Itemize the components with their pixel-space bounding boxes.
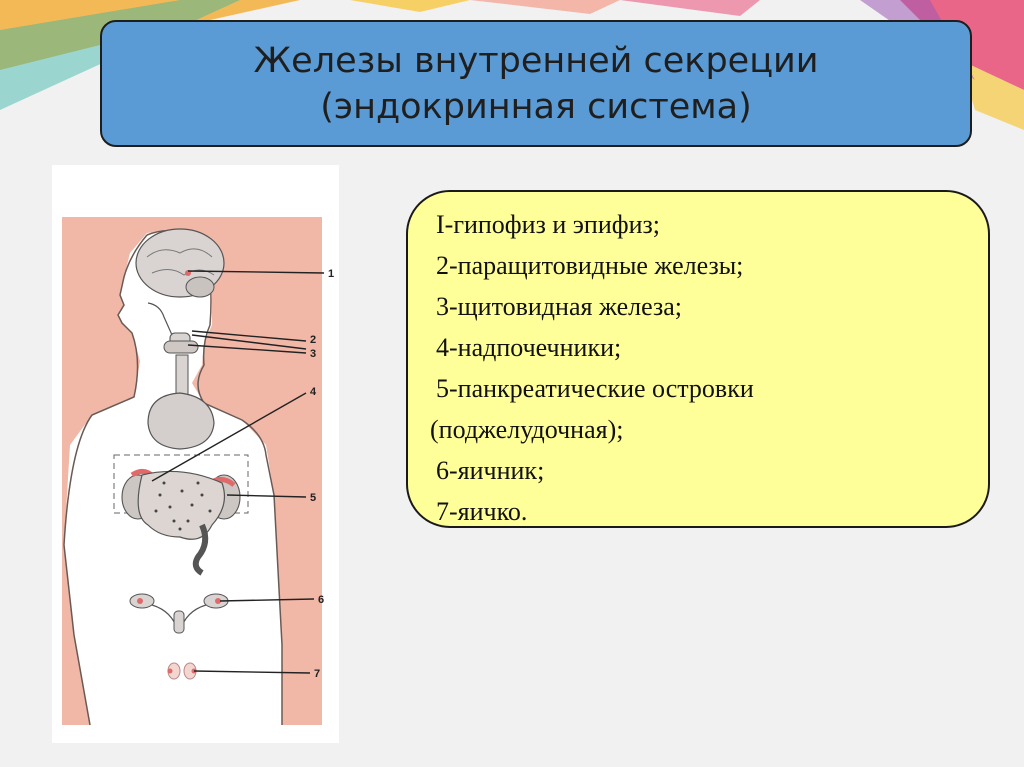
throat-icon [147, 302, 199, 396]
thymus-icon [147, 392, 215, 450]
glands-legend: I-гипофиз и эпифиз; 2-паращитовидные жел… [406, 190, 990, 528]
body-background [62, 217, 322, 725]
figure-label-5: 5 [310, 492, 316, 504]
figure-label-7: 7 [314, 668, 320, 680]
endocrine-diagram: 1 2 3 4 5 6 7 [52, 165, 339, 743]
list-item: 7-яичко. [436, 497, 528, 526]
brain-icon [135, 228, 225, 298]
list-item: 2-паращитовидные железы; [436, 251, 744, 280]
testis-icon [167, 662, 197, 680]
glands-list: I-гипофиз и эпифиз; 2-паращитовидные жел… [430, 204, 754, 532]
list-item: 3-щитовидная железа; [436, 292, 682, 321]
figure-label-4: 4 [310, 386, 317, 398]
title-banner: Железы внутренней секреции (эндокринная … [100, 20, 972, 147]
title-line-2: (эндокринная система) [320, 86, 752, 127]
list-item: 4-надпочечники; [436, 333, 622, 362]
list-item: 6-яичник; [436, 456, 545, 485]
list-item: (поджелудочная); [430, 415, 624, 444]
list-item: 5-панкреатические островки [436, 374, 754, 403]
pancreas-icon [137, 470, 225, 576]
abdomen-region [113, 454, 249, 514]
figure-label-1: 1 [328, 268, 334, 280]
figure-label-3: 3 [310, 348, 316, 360]
figure-label-2: 2 [310, 334, 316, 346]
figure-label-6: 6 [318, 594, 324, 606]
ovary-icon [129, 593, 229, 634]
list-item: I-гипофиз и эпифиз; [436, 210, 660, 239]
title-line-1: Железы внутренней секреции [253, 40, 819, 81]
pointer-lines [151, 270, 325, 674]
